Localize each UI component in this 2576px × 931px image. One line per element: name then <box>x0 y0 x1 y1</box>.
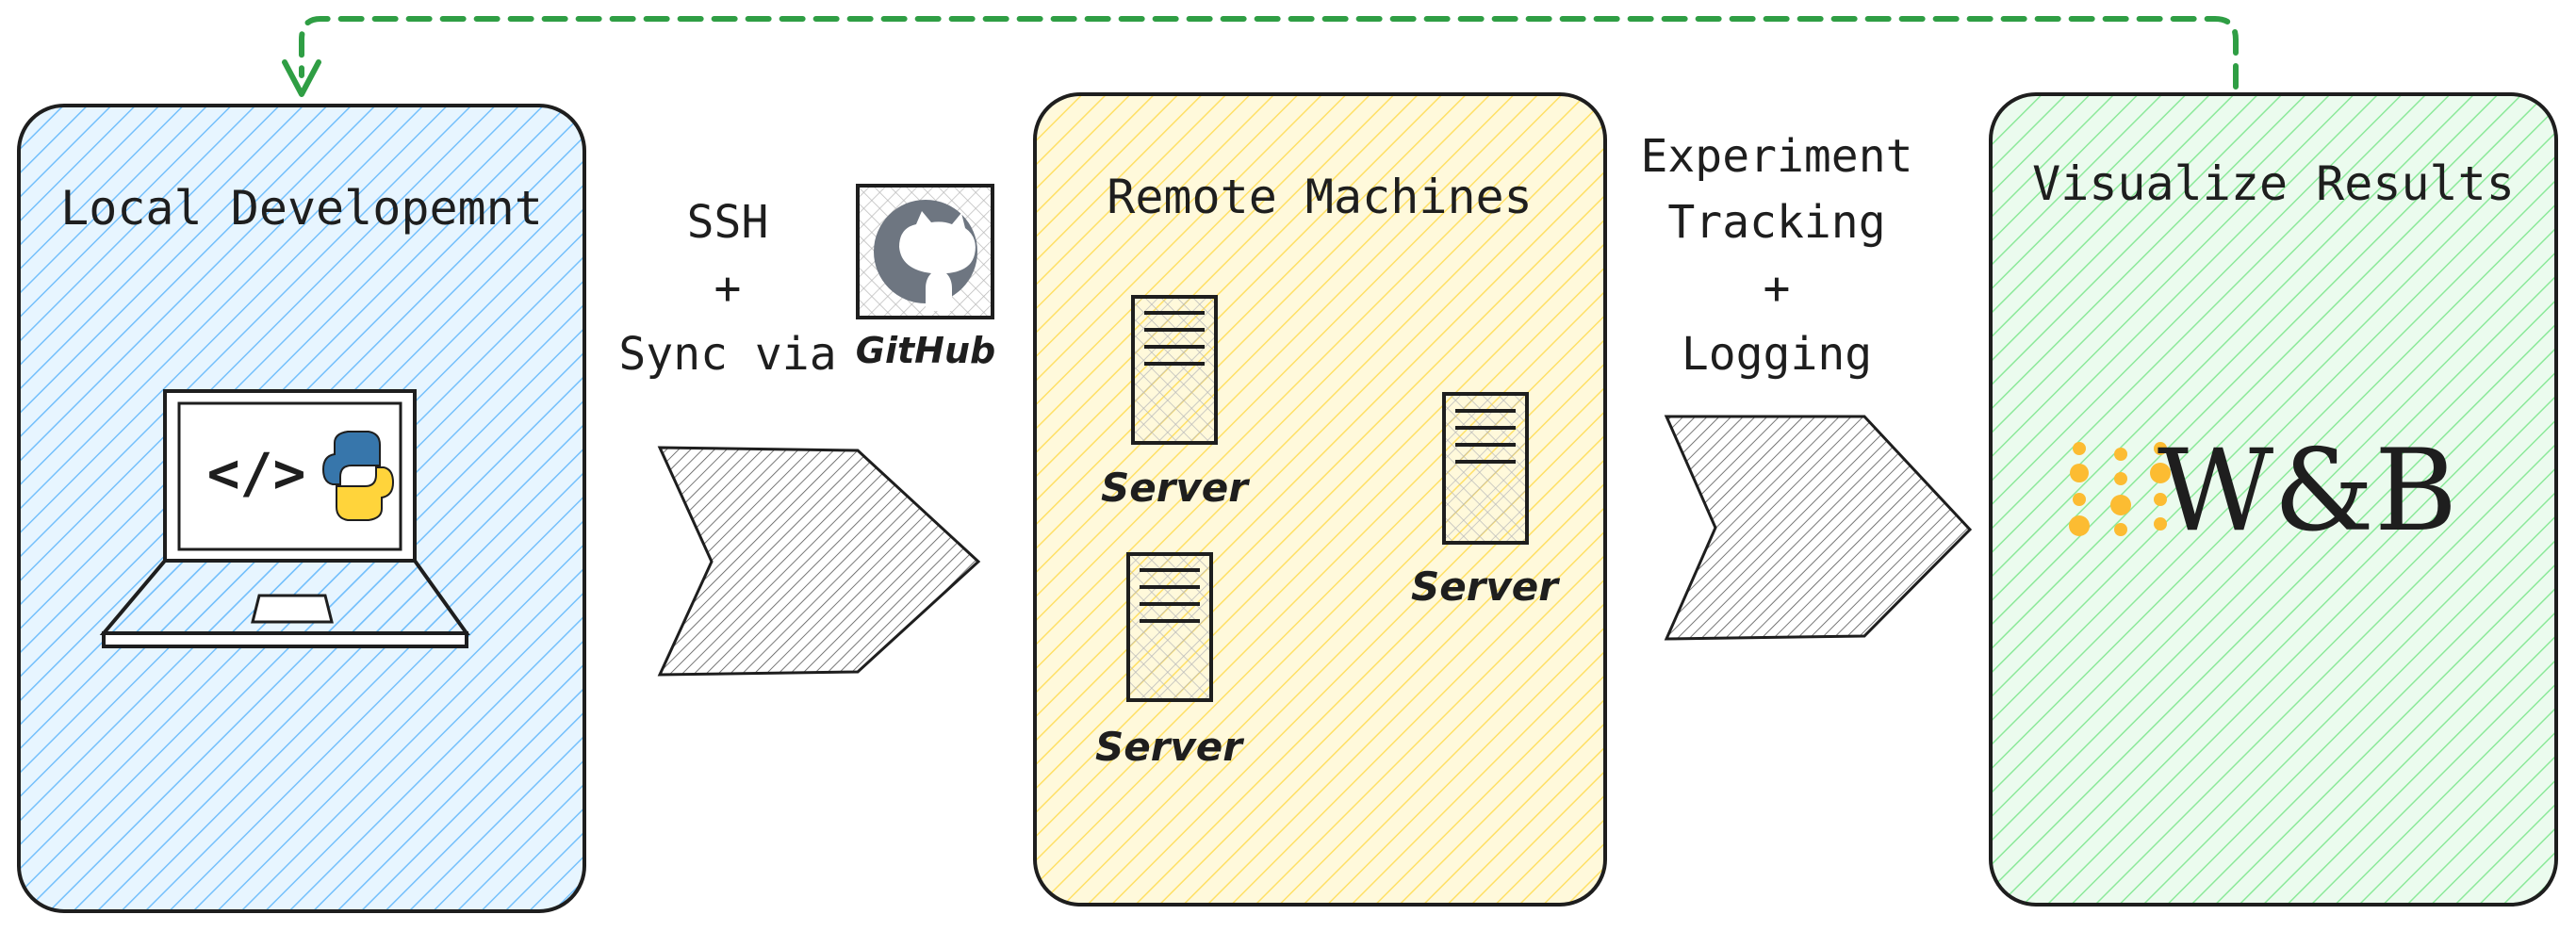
svg-text:Sync via: Sync via <box>618 328 836 381</box>
github-wordmark: GitHub <box>856 330 995 371</box>
wandb-wordmark: W&B <box>2158 426 2457 557</box>
svg-text:Logging: Logging <box>1682 328 1872 381</box>
svg-text:Tracking: Tracking <box>1667 196 1885 249</box>
python-logo-icon <box>321 431 395 521</box>
tracking-arrow <box>1664 415 1973 641</box>
visualize-results-panel: Visualize Results W&B <box>1989 92 2558 906</box>
results-panel-title: Visualize Results <box>2032 156 2515 211</box>
transfer-arrow <box>657 446 981 677</box>
code-glyph: </> <box>207 441 306 505</box>
server-label: Server <box>1095 724 1244 770</box>
remote-panel-title: Remote Machines <box>1107 170 1533 224</box>
svg-text:+: + <box>1764 262 1791 315</box>
feedback-arrow <box>282 16 2239 97</box>
transfer-label: SSH + Sync via GitHub <box>618 184 995 381</box>
laptop-icon: </> <box>99 389 470 648</box>
local-panel-title: Local Developemnt <box>60 181 543 236</box>
server-icon <box>1126 552 1213 702</box>
server-icon <box>1442 392 1529 545</box>
svg-text:SSH: SSH <box>687 196 769 249</box>
server-label: Server <box>1411 564 1560 610</box>
remote-machines-panel: Remote Machines Server Server Server <box>1033 92 1607 906</box>
svg-text:Experiment: Experiment <box>1641 130 1913 183</box>
wandb-logo-icon <box>2069 442 2171 536</box>
server-label: Server <box>1101 465 1250 511</box>
server-icon <box>1131 295 1218 445</box>
arrowhead-icon <box>282 59 321 97</box>
svg-text:+: + <box>714 262 742 315</box>
github-icon <box>856 184 994 319</box>
tracking-label: Experiment Tracking + Logging <box>1641 130 1913 381</box>
local-development-panel: Local Developemnt </> <box>17 104 586 913</box>
